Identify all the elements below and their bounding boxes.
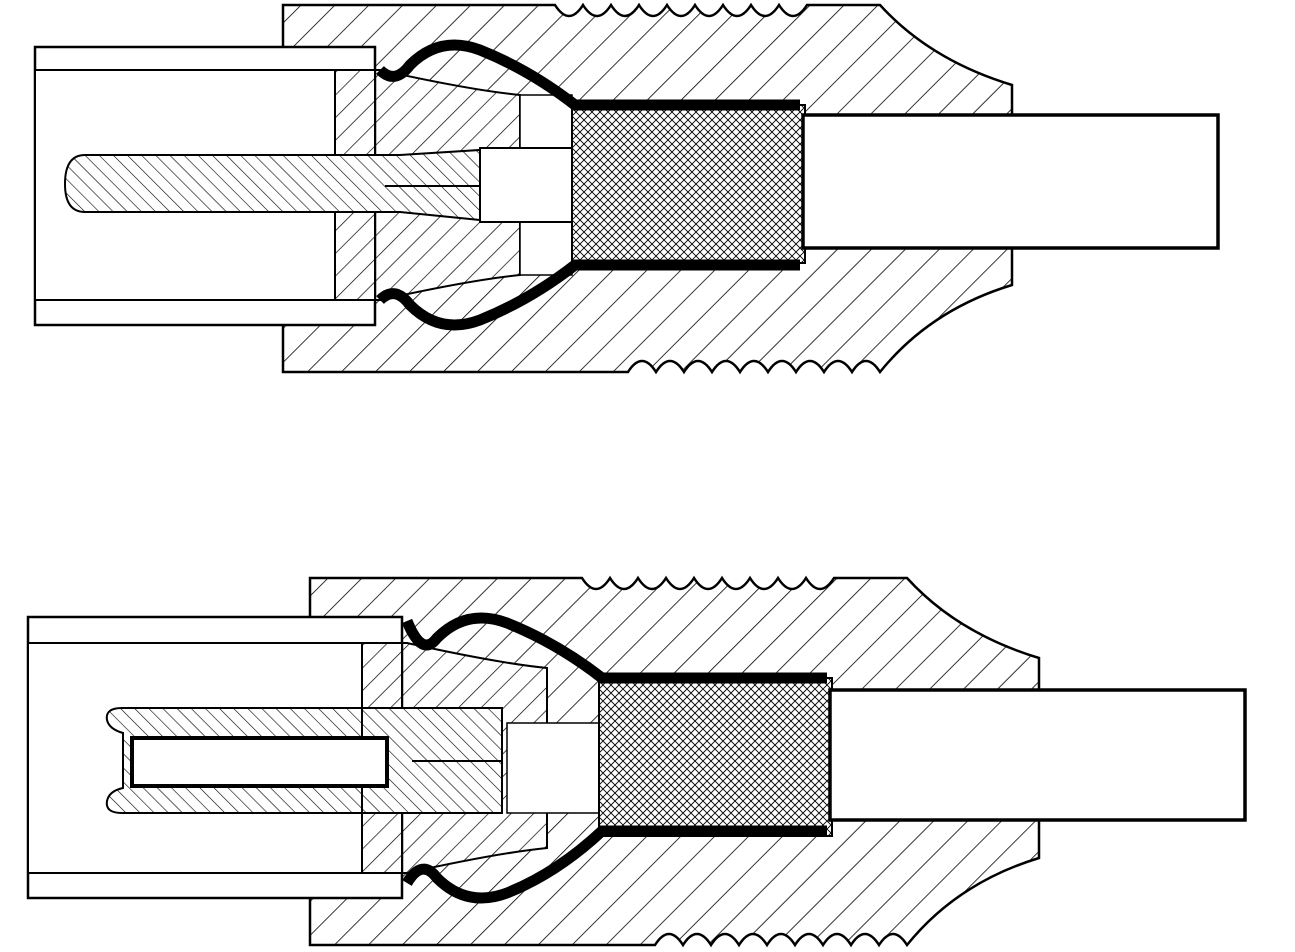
crimp-ferrule-bottom [402, 825, 827, 904]
male-connector [33, 2, 1220, 375]
socket-bore [130, 736, 389, 788]
cable-braid [598, 677, 833, 837]
cable-jacket [828, 688, 1247, 822]
center-pin [63, 148, 481, 222]
pin-tip [479, 147, 573, 223]
crimp-ferrule-top [401, 612, 827, 684]
cable-braid [571, 104, 806, 264]
female-connector [26, 575, 1247, 948]
cable-jacket [801, 113, 1220, 250]
dielectric-gap [506, 722, 600, 814]
crimp-ferrule-top [376, 39, 800, 111]
crimp-ferrule-bottom [376, 259, 800, 331]
